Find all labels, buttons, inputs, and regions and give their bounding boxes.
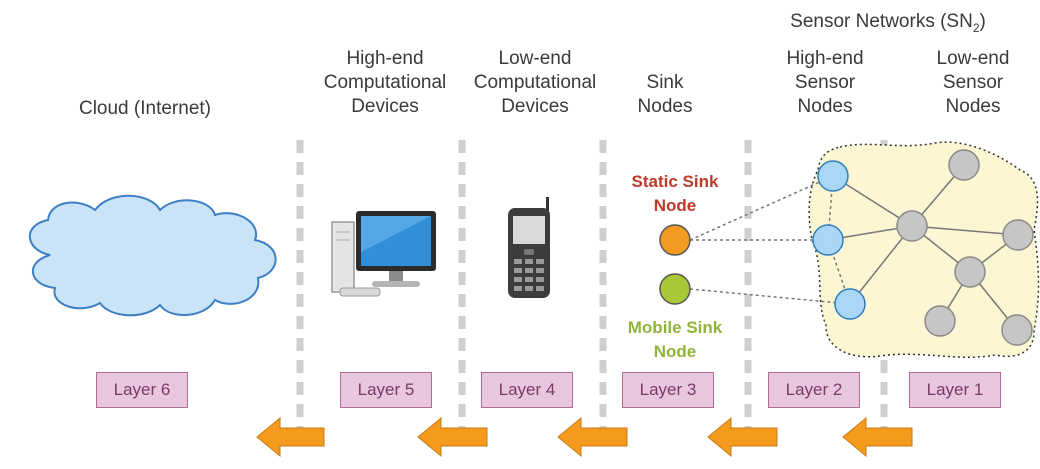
layer-1-box: Layer 1 <box>909 372 1001 408</box>
flow-arrow-icon <box>256 416 325 458</box>
low-end-sensor-node <box>1001 314 1033 346</box>
header-low-end-sensor-nodes: Low-end Sensor Nodes <box>936 48 1010 117</box>
high-end-sensor-node <box>812 224 844 256</box>
layer-3-box: Layer 3 <box>622 372 714 408</box>
mobile-phone-icon <box>508 197 550 298</box>
header-low-end-computational-devices: Low-end Computational Devices <box>473 48 597 117</box>
layer-4-box: Layer 4 <box>481 372 573 408</box>
header-cloud: Cloud (Internet) <box>78 98 211 119</box>
cloud-shape <box>28 194 277 317</box>
desktop-computer-icon <box>331 211 436 297</box>
flow-arrow-icon <box>557 416 628 458</box>
flow-arrow-icon <box>707 416 778 458</box>
static-sink-node <box>659 224 691 256</box>
header-sink-nodes: Sink Nodes <box>637 72 693 117</box>
low-end-sensor-node <box>896 210 928 242</box>
high-end-sensor-node <box>817 160 849 192</box>
layer-6-box: Layer 6 <box>96 372 188 408</box>
flow-arrow-icon <box>417 416 488 458</box>
flow-arrow-icon <box>842 416 913 458</box>
static-sink-label: Static Sink Node <box>631 172 719 215</box>
mobile-sink-node <box>659 273 691 305</box>
header-sensor-networks: Sensor Networks (SN2) <box>790 11 986 35</box>
low-end-sensor-node <box>948 149 980 181</box>
low-end-sensor-node <box>1002 219 1034 251</box>
high-end-sensor-node <box>834 288 866 320</box>
low-end-sensor-node <box>924 305 956 337</box>
sensor-network-area <box>808 141 1040 358</box>
layer-2-box: Layer 2 <box>768 372 860 408</box>
header-high-end-computational-devices: High-end Computational Devices <box>323 48 447 117</box>
low-end-sensor-node <box>954 256 986 288</box>
header-high-end-sensor-nodes: High-end Sensor Nodes <box>786 48 864 117</box>
layer-5-box: Layer 5 <box>340 372 432 408</box>
mobile-sink-label: Mobile Sink Node <box>627 318 723 361</box>
